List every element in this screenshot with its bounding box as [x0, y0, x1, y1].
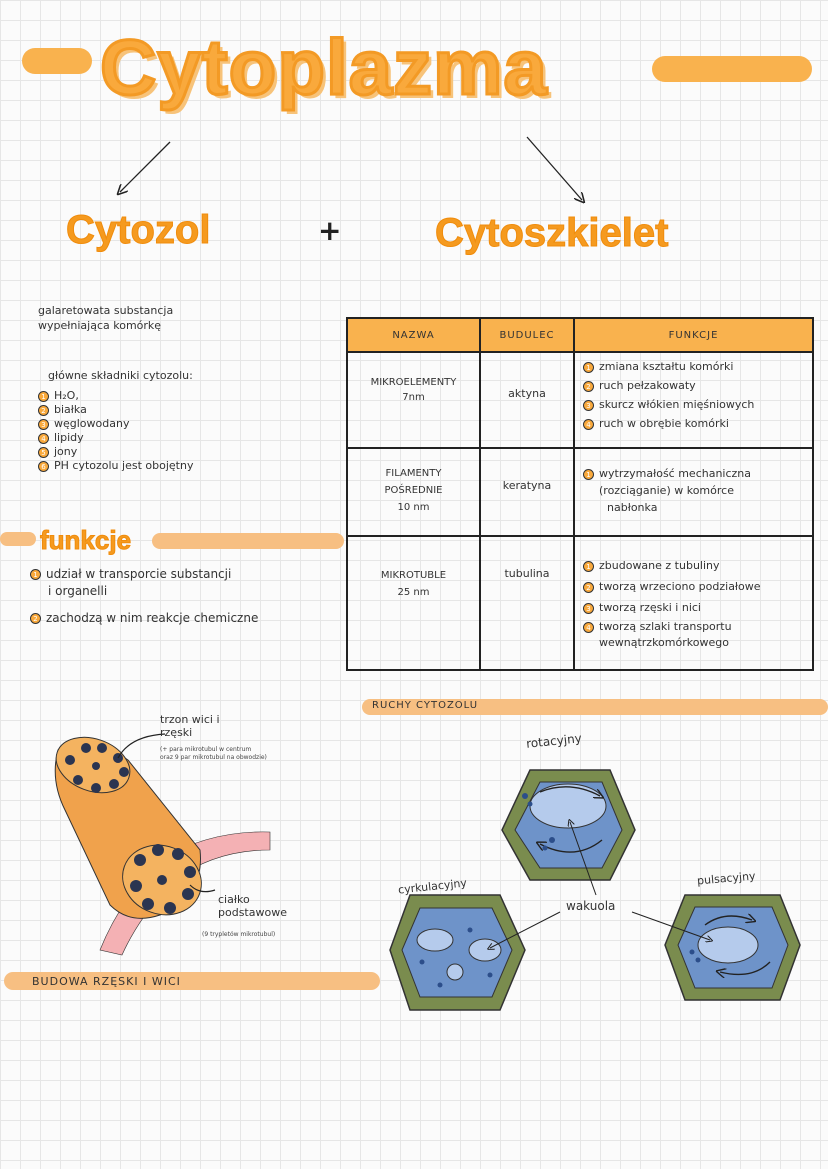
col-header-funkcje: FUNKCJE	[573, 317, 814, 353]
cytoszkielet-table: NAZWA BUDULEC FUNKCJE MIKROELEMENTY 7nm …	[346, 317, 814, 671]
cell-diagrams	[389, 769, 801, 1011]
arrows-title	[0, 136, 828, 220]
note-trzon: (+ para mikrotubul w centrum oraz 9 par …	[160, 746, 267, 761]
plus-sign: +	[318, 214, 342, 247]
components-label: główne składniki cytozolu:	[48, 369, 193, 382]
funkcje-item-1-cont: i organelli	[48, 584, 108, 598]
rzeska-label: BUDOWA RZĘSKI I WICI	[32, 975, 181, 988]
cell-rotacyjny	[501, 769, 636, 881]
title-bar-left	[22, 48, 92, 74]
label-wakuola: wakuola	[566, 899, 616, 913]
cell-name: FILAMENTY POŚREDNIE 10 nm	[346, 447, 481, 537]
cell-cyrkulacyjny	[389, 894, 526, 1011]
cytozol-definition: galaretowata substancja wypełniająca kom…	[38, 303, 298, 333]
arrow-left	[120, 141, 171, 192]
cell-material: tubulina	[479, 535, 575, 671]
ruchy-label: RUCHY CYTOZOLU	[372, 700, 479, 711]
label-trzon: trzon wici i rzęski	[160, 713, 220, 739]
funkcje-bar-left	[0, 532, 36, 546]
heading-cytozol: Cytozol	[65, 208, 211, 253]
note-cialko: (9 trypletów mikrotubul)	[202, 931, 276, 938]
definition-line-2: wypełniająca komórkę	[38, 319, 162, 332]
table-header: NAZWA BUDULEC FUNKCJE	[346, 317, 814, 353]
cell-name: MIKROELEMENTY 7nm	[346, 351, 481, 449]
page-title: Cytoplazma	[99, 22, 549, 113]
definition-line-1: galaretowata substancja	[38, 304, 174, 317]
rzeska-bar	[4, 972, 380, 990]
cell-name: MIKROTUBLE 25 nm	[346, 535, 481, 671]
ruchy-bar	[362, 699, 828, 715]
cell-material: aktyna	[479, 351, 575, 449]
col-header-budulec: BUDULEC	[479, 317, 575, 353]
funkcje-bar-right	[152, 533, 344, 549]
funkcje-heading: funkcje	[39, 525, 132, 556]
cell-pulsacyjny	[664, 894, 801, 1001]
title-bar-right	[652, 56, 812, 82]
cilium-diagram	[54, 733, 271, 956]
cell-material: keratyna	[479, 447, 575, 537]
col-header-nazwa: NAZWA	[346, 317, 481, 353]
arrow-right	[526, 136, 582, 200]
label-cialko: ciałko podstawowe	[218, 893, 287, 919]
heading-cytoszkielet: Cytoszkielet	[434, 211, 669, 256]
